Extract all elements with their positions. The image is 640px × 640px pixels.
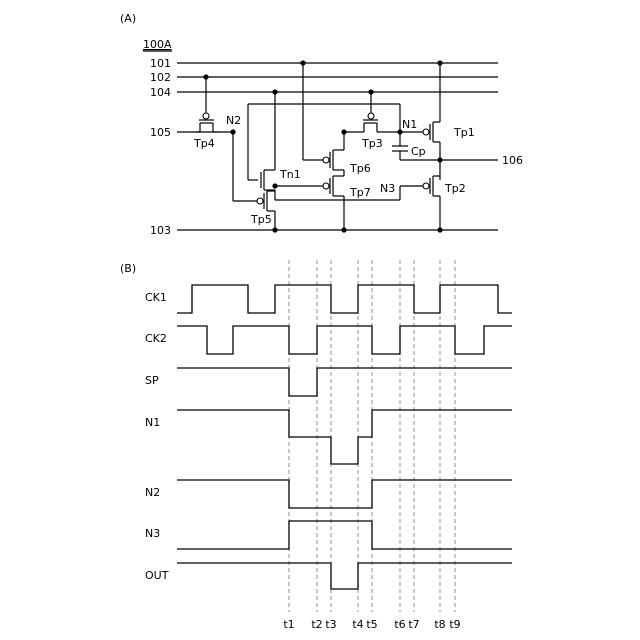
tp4-label: Tp4 bbox=[193, 137, 215, 150]
signal-waveforms bbox=[177, 285, 512, 589]
signal-label-n3: N3 bbox=[145, 527, 160, 540]
tn1-label: Tn1 bbox=[279, 168, 301, 181]
panel-a-label: (A) bbox=[120, 12, 136, 25]
time-label-t6: t6 bbox=[394, 618, 405, 631]
tp5-label: Tp5 bbox=[250, 213, 272, 226]
transistor-tp2: Tp2 bbox=[423, 176, 466, 233]
time-label-t3: t3 bbox=[325, 618, 336, 631]
waveform-n3 bbox=[177, 521, 512, 549]
signal-label-n1: N1 bbox=[145, 416, 160, 429]
label-102: 102 bbox=[150, 71, 171, 84]
signal-label-n2: N2 bbox=[145, 486, 160, 499]
waveform-out bbox=[177, 563, 512, 589]
label-103: 103 bbox=[150, 224, 171, 237]
signal-labels: CK1CK2SP N1N2N3OUT bbox=[145, 291, 169, 582]
time-label-t9: t9 bbox=[449, 618, 460, 631]
signal-label-ck2: CK2 bbox=[145, 332, 167, 345]
label-106: 106 bbox=[502, 154, 523, 167]
time-label-t2: t2 bbox=[311, 618, 322, 631]
cp-label: Cp bbox=[411, 145, 426, 158]
tp1-label: Tp1 bbox=[453, 126, 475, 139]
transistor-tn1: Tn1 bbox=[261, 89, 301, 200]
tp3-label: Tp3 bbox=[361, 137, 383, 150]
waveform-ck1 bbox=[177, 285, 512, 313]
node-n2-label: N2 bbox=[226, 114, 241, 127]
transistor-tp5: Tp5 bbox=[250, 191, 278, 233]
waveform-ck2 bbox=[177, 326, 512, 354]
node-n1-label: N1 bbox=[402, 118, 417, 131]
block-label: 100A bbox=[143, 38, 172, 51]
timing-panel: (B) CK1CK2SP N1N2N3OUT t1 t2t3 t4t5 t6t7 t8 t9 bbox=[120, 260, 512, 631]
tp6-label: Tp6 bbox=[349, 162, 371, 175]
time-label-t4: t4 bbox=[352, 618, 363, 631]
panel-b-label: (B) bbox=[120, 262, 136, 275]
tp7-label: Tp7 bbox=[349, 186, 371, 199]
node-n3-label: N3 bbox=[380, 182, 395, 195]
label-105: 105 bbox=[150, 126, 171, 139]
transistor-tp1: Tp1 bbox=[423, 60, 475, 180]
waveform-n1 bbox=[177, 410, 512, 464]
time-label-t7: t7 bbox=[408, 618, 419, 631]
tp2-label: Tp2 bbox=[444, 182, 466, 195]
time-label-t8: t8 bbox=[434, 618, 445, 631]
label-104: 104 bbox=[150, 86, 171, 99]
time-labels: t1 t2t3 t4t5 t6t7 t8 t9 bbox=[283, 618, 460, 631]
signal-label-out: OUT bbox=[145, 569, 169, 582]
waveform-n2 bbox=[177, 480, 512, 508]
transistor-tp3: Tp3 bbox=[361, 89, 400, 150]
transistor-tp7: Tp7 bbox=[323, 170, 371, 233]
transistor-tp4: Tp4 bbox=[193, 74, 217, 150]
time-label-t1: t1 bbox=[283, 618, 294, 631]
label-101: 101 bbox=[150, 57, 171, 70]
waveform-sp bbox=[177, 368, 512, 396]
time-label-t5: t5 bbox=[366, 618, 377, 631]
signal-label-sp: SP bbox=[145, 374, 159, 387]
signal-label-ck1: CK1 bbox=[145, 291, 167, 304]
circuit-panel: (A) 100A 101 102 104 103 105 Tp4 N2 bbox=[120, 12, 523, 237]
